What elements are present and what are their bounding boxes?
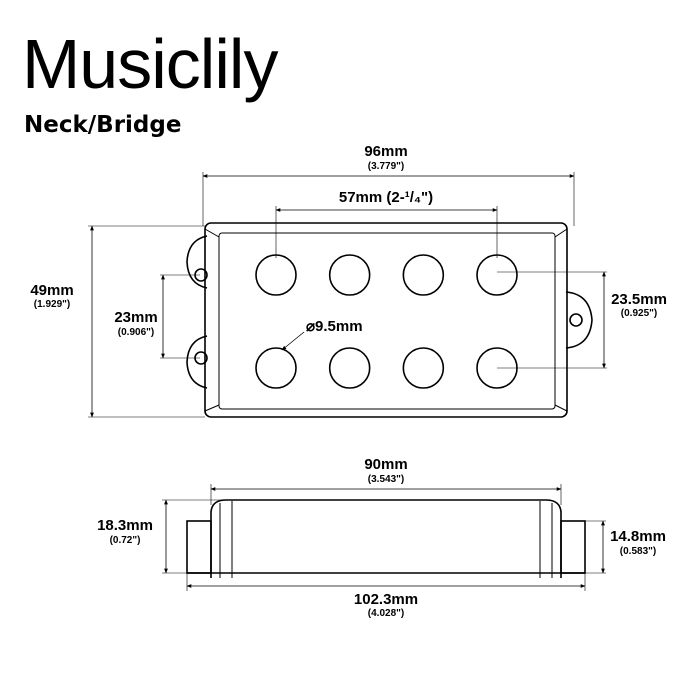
left-mounting-ear <box>186 235 208 289</box>
dim-overall-length-label: 102.3mm <box>354 591 418 608</box>
dim-top-width-sub: (3.779") <box>368 161 404 172</box>
left-lower-ear <box>186 335 208 389</box>
dim-overall-height-label: 18.3mm <box>97 517 153 534</box>
pole-piece <box>402 254 445 296</box>
dim-pole-span-label: 57mm (2-¹/₄") <box>339 189 433 206</box>
dim-mount-spacing-label: 23.5mm <box>611 291 667 308</box>
dim-side-width-label: 90mm <box>364 456 407 473</box>
dim-mount-spacing-sub: (0.925") <box>621 308 657 319</box>
pole-piece <box>476 254 518 296</box>
top-view: 96mm (3.779") 57mm (2-¹/₄") 49mm (1.929"… <box>30 143 667 418</box>
pickup-body-outer <box>204 222 568 418</box>
right-mounting-ear <box>565 291 593 349</box>
dim-row-spacing-label: 23mm <box>114 309 157 326</box>
dim-height-sub: (1.929") <box>34 299 70 310</box>
side-left-flange <box>186 520 212 574</box>
right-ear-hole <box>569 313 583 327</box>
pole-pieces <box>255 254 518 389</box>
page-subtitle: Neck/Bridge <box>24 112 181 138</box>
pole-piece <box>255 254 297 296</box>
dim-height-label: 49mm <box>30 282 73 299</box>
side-right-flange <box>560 520 586 574</box>
dim-overall-length-sub: (4.028") <box>368 608 404 619</box>
dim-cover-height-label: 14.8mm <box>610 528 666 545</box>
side-view: 90mm (3.543") 18.3mm (0.72") 14.8mm (0.5… <box>97 456 666 619</box>
dim-side-width-sub: (3.543") <box>368 474 404 485</box>
pole-piece <box>402 347 445 389</box>
side-cover <box>210 499 562 578</box>
pole-piece <box>328 347 371 389</box>
pickup-body-inner <box>218 232 556 410</box>
pole-piece <box>328 254 371 296</box>
dim-overall-height-sub: (0.72") <box>110 535 141 546</box>
dim-top-width-label: 96mm <box>364 143 407 160</box>
dim-row-spacing-sub: (0.906") <box>118 327 154 338</box>
pole-piece <box>255 347 297 389</box>
dim-pole-diameter-label: ⌀9.5mm <box>306 318 363 335</box>
brand-title: Musiclily <box>22 25 278 103</box>
dim-cover-height-sub: (0.583") <box>620 546 656 557</box>
